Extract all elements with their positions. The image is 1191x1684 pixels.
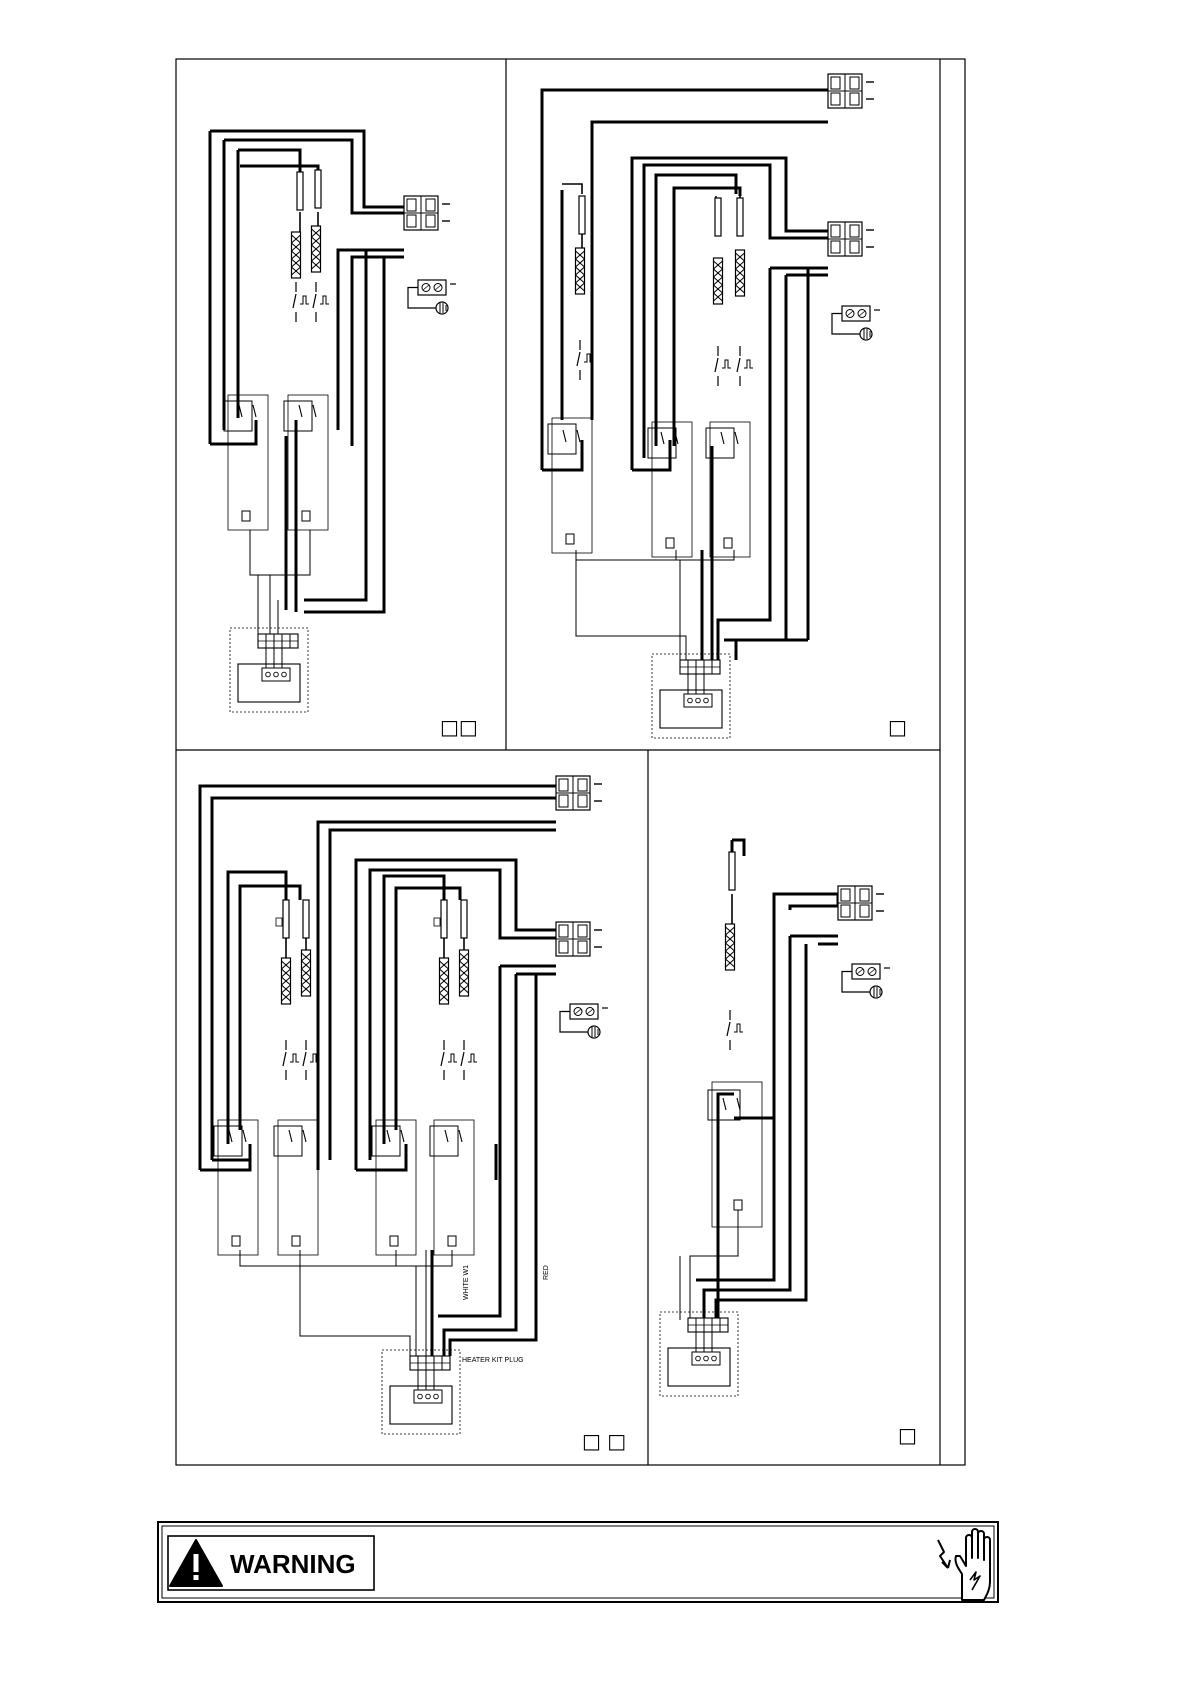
diagram-top-right: □ — [542, 74, 907, 739]
warning-box: WARNING — [158, 1522, 998, 1602]
diagram-top-left: □□ — [210, 131, 478, 739]
wire-label-white-w1: WHITE W1 — [463, 1265, 470, 1300]
diagram-bottom-left: WHITE W1 RED HEATER KIT PLUG □ □ — [200, 776, 626, 1453]
wire-label-heater-kit-plug: HEATER KIT PLUG — [462, 1357, 524, 1364]
diagram-bottom-right: □ — [660, 840, 917, 1447]
wire-label-red: RED — [543, 1265, 550, 1280]
panel-label-top-right: □ — [888, 715, 907, 739]
panel-label-bottom-left: □ □ — [582, 1429, 626, 1453]
warning-text: WARNING — [230, 1549, 356, 1579]
panel-label-bottom-right: □ — [898, 1423, 917, 1447]
panel-label-top-left: □□ — [440, 715, 478, 739]
